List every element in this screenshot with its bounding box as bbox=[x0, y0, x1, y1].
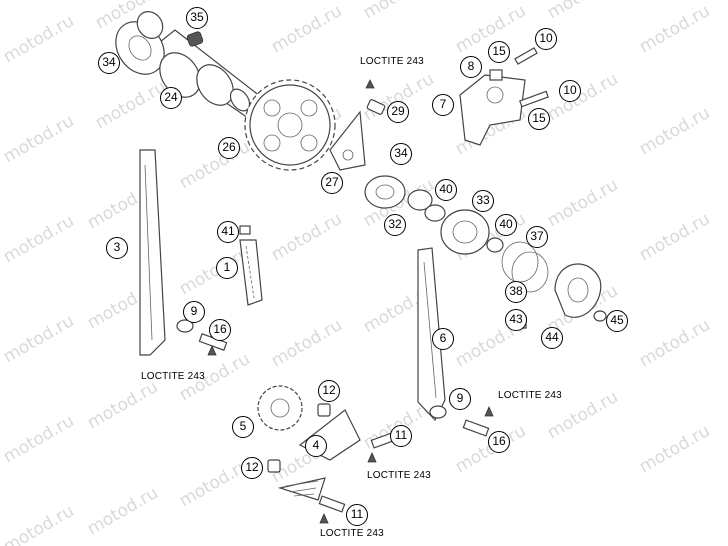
part-callout[interactable]: 12 bbox=[318, 380, 340, 402]
part-callout[interactable]: 44 bbox=[541, 327, 563, 349]
part-callout[interactable]: 11 bbox=[346, 504, 368, 526]
part-callout[interactable]: 1 bbox=[216, 257, 238, 279]
part-callout[interactable]: 3 bbox=[106, 237, 128, 259]
part-callout[interactable]: 29 bbox=[387, 101, 409, 123]
loctite-note: LOCTITE 243 bbox=[360, 56, 424, 67]
part-callout[interactable]: 43 bbox=[505, 309, 527, 331]
part-callout[interactable]: 15 bbox=[528, 108, 550, 130]
part-callout[interactable]: 32 bbox=[384, 214, 406, 236]
part-callout[interactable]: 37 bbox=[526, 226, 548, 248]
part-callout[interactable]: 16 bbox=[488, 431, 510, 453]
part-callout[interactable]: 10 bbox=[559, 80, 581, 102]
part-callout[interactable]: 5 bbox=[232, 416, 254, 438]
chain-guide-rail-left bbox=[139, 149, 166, 356]
part-callout[interactable]: 6 bbox=[432, 328, 454, 350]
part-callout[interactable]: 15 bbox=[488, 41, 510, 63]
part-callout[interactable]: 40 bbox=[435, 179, 457, 201]
part-callout[interactable]: 11 bbox=[390, 425, 412, 447]
part-callout[interactable]: 7 bbox=[432, 94, 454, 116]
camshaft-assembly bbox=[115, 11, 266, 119]
decompressor-part bbox=[329, 110, 366, 171]
part-callout[interactable]: 35 bbox=[186, 7, 208, 29]
part-callout[interactable]: 4 bbox=[305, 435, 327, 457]
part-callout[interactable]: 45 bbox=[606, 310, 628, 332]
part-callout[interactable]: 9 bbox=[183, 301, 205, 323]
part-callout[interactable]: 38 bbox=[505, 281, 527, 303]
part-callout[interactable]: 26 bbox=[218, 137, 240, 159]
screws-right bbox=[429, 405, 494, 437]
part-callout[interactable]: 41 bbox=[217, 221, 239, 243]
loctite-note: LOCTITE 243 bbox=[498, 390, 562, 401]
loctite-note: LOCTITE 243 bbox=[320, 528, 384, 539]
part-callout[interactable]: 34 bbox=[98, 52, 120, 74]
crank-sprocket bbox=[257, 385, 303, 431]
part-callout[interactable]: 27 bbox=[321, 172, 343, 194]
timing-chain bbox=[239, 225, 263, 306]
loctite-note: LOCTITE 243 bbox=[367, 470, 431, 481]
part-callout[interactable]: 8 bbox=[460, 56, 482, 78]
part-callout[interactable]: 12 bbox=[241, 457, 263, 479]
part-callout[interactable]: 10 bbox=[535, 28, 557, 50]
gear-stack bbox=[364, 175, 504, 255]
cam-sprocket bbox=[244, 79, 336, 171]
part-callout[interactable]: 9 bbox=[449, 388, 471, 410]
part-callout[interactable]: 16 bbox=[209, 319, 231, 341]
part-callout[interactable]: 40 bbox=[495, 214, 517, 236]
part-callout[interactable]: 34 bbox=[390, 143, 412, 165]
part-callout[interactable]: 24 bbox=[160, 87, 182, 109]
screws-left bbox=[176, 319, 228, 356]
loctite-note: LOCTITE 243 bbox=[141, 371, 205, 382]
tensioner-assembly-top bbox=[459, 47, 549, 146]
screw-29 bbox=[365, 79, 386, 115]
part-callout[interactable]: 33 bbox=[472, 190, 494, 212]
